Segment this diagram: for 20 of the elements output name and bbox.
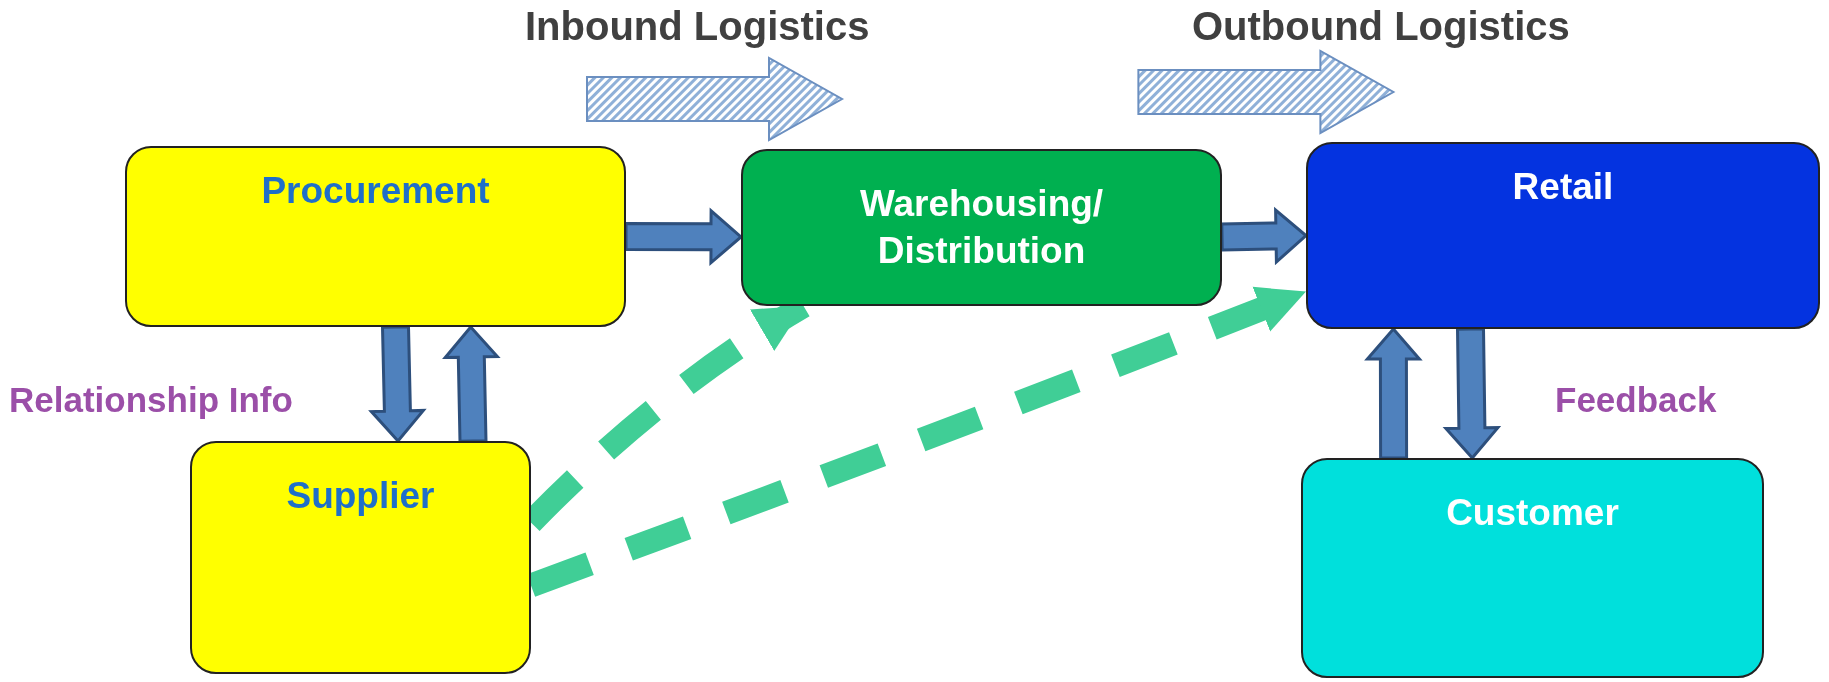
annotation-text: Outbound Logistics — [1192, 4, 1570, 49]
process-box — [1306, 142, 1820, 329]
box-label: Customer — [1446, 491, 1619, 535]
process-box — [190, 441, 531, 674]
box-label: Supplier — [286, 474, 435, 518]
block-arrow — [442, 324, 501, 443]
box-label: Retail — [1512, 165, 1614, 209]
box-label: Warehousing/ Distribution — [858, 182, 1105, 273]
process-box — [1301, 458, 1764, 678]
block-arrow — [1364, 326, 1423, 460]
block-arrow — [624, 207, 744, 267]
process-box — [741, 149, 1222, 306]
annotation-text: Inbound Logistics — [525, 4, 870, 49]
annotation-text: Relationship Info — [9, 380, 293, 420]
block-arrow — [1220, 206, 1309, 266]
block-arrow — [1442, 327, 1502, 461]
annotation-text: Feedback — [1555, 380, 1717, 420]
block-arrow — [368, 325, 427, 444]
process-box — [125, 146, 626, 327]
box-label: Procurement — [261, 169, 490, 213]
